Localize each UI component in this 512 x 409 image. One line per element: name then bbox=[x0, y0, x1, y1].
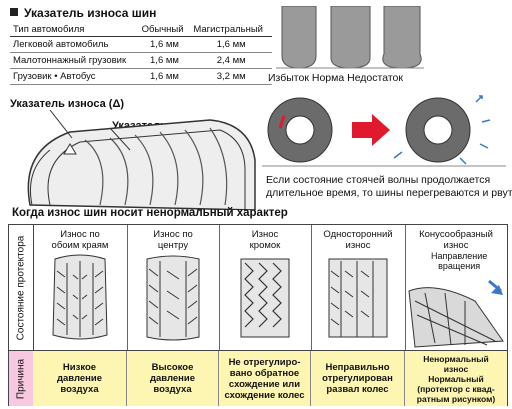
pointer-line bbox=[49, 110, 73, 139]
wear-indicator-table: Тип автомобиля Обычный Магистральный Лег… bbox=[10, 23, 272, 85]
tire-pressure-illustration bbox=[276, 6, 424, 69]
tire-under-inflated bbox=[382, 6, 422, 69]
table-cell: 1,6 мм bbox=[138, 68, 191, 85]
tire-normal bbox=[330, 6, 371, 69]
tread-conical-icon bbox=[408, 279, 504, 348]
table-row: Малотоннажный грузовик 1,6 мм 2,4 мм bbox=[10, 52, 272, 69]
tread-center-icon bbox=[146, 255, 200, 341]
table-cell: Легковой автомобиль bbox=[10, 36, 139, 53]
tread-one-sided-icon bbox=[328, 258, 388, 338]
pointer-line bbox=[109, 127, 131, 151]
table-row: Грузовик • Автобус 1,6 мм 3,2 мм bbox=[10, 68, 272, 85]
table-header-row: Тип автомобиля Обычный Магистральный bbox=[10, 23, 272, 37]
triangle-marker-icon bbox=[63, 143, 77, 155]
heat-marks-icon bbox=[393, 95, 491, 165]
table-row: Легковой автомобиль 1,6 мм 1,6 мм bbox=[10, 36, 272, 53]
standing-wave-illustration bbox=[262, 95, 506, 167]
abnormal-wear-title: Когда износ шин носит ненормальный харак… bbox=[12, 207, 288, 219]
col-normal: Обычный bbox=[138, 23, 191, 37]
indicator-delta-label: Указатель износа (Δ) bbox=[10, 98, 125, 110]
table-cell: 3,2 мм bbox=[190, 68, 272, 85]
side-label-tread: Состояние протектора bbox=[9, 225, 34, 350]
table-cell: Грузовик • Автобус bbox=[10, 68, 139, 85]
table-cell: 2,4 мм bbox=[190, 52, 272, 69]
right-arrow-icon bbox=[352, 114, 390, 146]
label-under: Недостаток bbox=[347, 72, 403, 84]
standing-wave-note: Если состояние стоячей волны продолжаетс… bbox=[266, 174, 512, 199]
tire-tread-illustration bbox=[27, 110, 256, 210]
table-cell: 1,6 мм bbox=[138, 52, 191, 69]
table-cell: 1,6 мм bbox=[190, 36, 272, 53]
col-highway: Магистральный bbox=[190, 23, 272, 37]
bullet-square-icon bbox=[10, 8, 18, 16]
pressure-labels: Избыток Норма Недостаток bbox=[268, 72, 403, 84]
col-vehicle-type: Тип автомобиля bbox=[10, 23, 139, 37]
tread-both-edges-icon bbox=[52, 254, 108, 340]
table-cell: 1,6 мм bbox=[138, 36, 191, 53]
tread-edges-icon bbox=[240, 258, 290, 338]
wear-indicator-section: Указатель износа шин Тип автомобиля Обыч… bbox=[10, 6, 272, 85]
tire-over-inflated bbox=[281, 6, 317, 69]
label-over: Избыток bbox=[268, 72, 309, 84]
red-mark-icon bbox=[278, 115, 286, 129]
table-cell: Малотоннажный грузовик bbox=[10, 52, 139, 69]
wear-indicator-title: Указатель износа шин bbox=[10, 6, 272, 20]
label-normal: Норма bbox=[311, 72, 345, 84]
side-label-cause: Причина bbox=[9, 350, 34, 406]
